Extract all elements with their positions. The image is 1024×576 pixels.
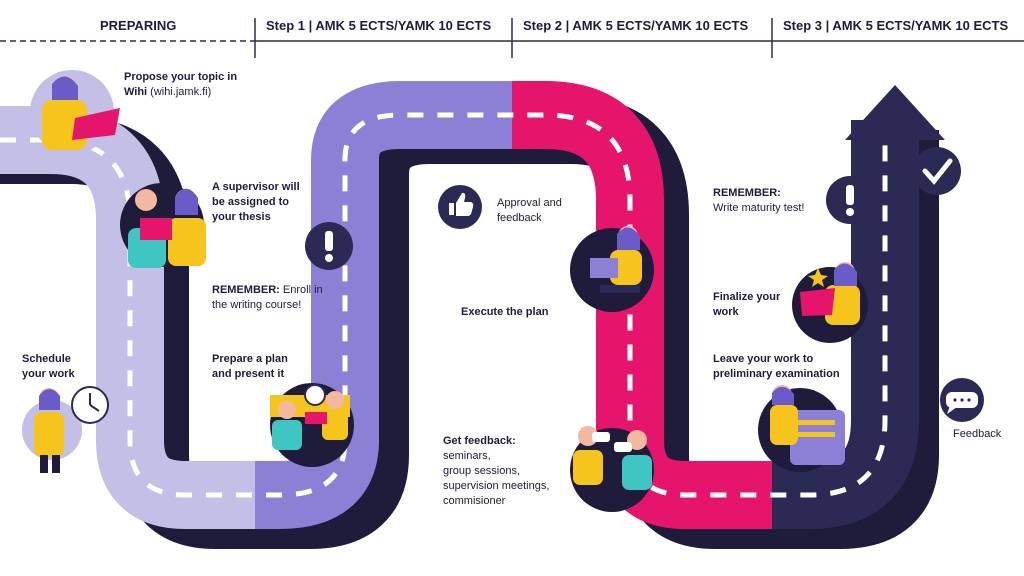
exclamation-icon bbox=[305, 222, 353, 270]
text-schedule: Schedule your work bbox=[22, 352, 75, 382]
approval-line1: Approval and bbox=[497, 197, 562, 209]
illustration-propose-topic bbox=[30, 70, 120, 154]
feedback-item: seminars, bbox=[443, 450, 491, 462]
remember-label: REMEMBER: bbox=[212, 284, 280, 296]
feedback-item: group sessions, bbox=[443, 465, 521, 477]
illustration-prepare-plan bbox=[270, 383, 354, 467]
up-arrow-icon bbox=[845, 85, 945, 140]
header-step3: Step 3 | AMK 5 ECTS/YAMK 10 ECTS bbox=[783, 18, 1009, 33]
prepare-line2: and present it bbox=[212, 368, 285, 380]
schedule-line1: Schedule bbox=[22, 353, 71, 365]
propose-url: (wihi.jamk.fi) bbox=[147, 86, 212, 98]
header-step2: Step 2 | AMK 5 ECTS/YAMK 10 ECTS bbox=[523, 18, 749, 33]
text-propose-topic: Propose your topic in Wihi (wihi.jamk.fi… bbox=[124, 70, 237, 100]
remember-enroll-text: Enroll in bbox=[279, 284, 323, 296]
text-feedback: Feedback bbox=[953, 428, 1002, 440]
text-supervisor: A supervisor will be assigned to your th… bbox=[212, 180, 300, 225]
header-preparing: PREPARING bbox=[100, 18, 177, 33]
clock-icon bbox=[71, 386, 109, 424]
get-feedback-title: Get feedback: bbox=[443, 435, 516, 447]
leave-line1: Leave your work to bbox=[713, 353, 814, 365]
prepare-line1: Prepare a plan bbox=[212, 353, 288, 365]
text-remember-enroll: REMEMBER: Enroll in the writing course! bbox=[212, 283, 323, 313]
speech-bubble-icon bbox=[940, 378, 984, 422]
header-step1: Step 1 | AMK 5 ECTS/YAMK 10 ECTS bbox=[266, 18, 492, 33]
schedule-line2: your work bbox=[22, 368, 75, 380]
exclamation-icon bbox=[826, 176, 874, 224]
check-icon bbox=[913, 147, 961, 195]
remember-enroll-line1: REMEMBER: Enroll in bbox=[212, 283, 323, 298]
illustration-supervisor bbox=[120, 183, 206, 268]
text-approval: Approval and feedback bbox=[497, 196, 562, 226]
illustration-execute bbox=[570, 226, 654, 312]
text-prepare-plan: Prepare a plan and present it bbox=[212, 352, 288, 382]
illustration-feedback-meeting bbox=[570, 426, 654, 512]
road-main bbox=[0, 81, 919, 529]
illustration-finalize bbox=[792, 262, 868, 343]
remember-maturity-text: Write maturity test! bbox=[713, 202, 805, 214]
text-get-feedback: Get feedback: seminars, group sessions, … bbox=[443, 434, 549, 509]
thumbs-up-icon bbox=[438, 185, 482, 229]
propose-line2: Wihi (wihi.jamk.fi) bbox=[124, 85, 237, 100]
illustration-schedule bbox=[22, 388, 82, 473]
text-execute-plan: Execute the plan bbox=[461, 306, 549, 318]
remember-enroll-line2: the writing course! bbox=[212, 299, 302, 311]
finalize-line1: Finalize your bbox=[713, 291, 781, 303]
finalize-line2: work bbox=[713, 306, 739, 318]
feedback-item: supervision meetings, bbox=[443, 480, 550, 492]
leave-line2: preliminary examination bbox=[713, 368, 840, 380]
approval-line2: feedback bbox=[497, 212, 542, 224]
feedback-item: commisioner bbox=[443, 495, 506, 507]
text-finalize: Finalize your work bbox=[713, 290, 780, 320]
propose-wihi: Wihi bbox=[124, 86, 148, 98]
propose-line1: Propose your topic in bbox=[124, 71, 238, 83]
text-remember-maturity: REMEMBER: Write maturity test! bbox=[713, 186, 804, 216]
supervisor-line3: your thesis bbox=[212, 211, 271, 223]
supervisor-line1: A supervisor will bbox=[212, 181, 300, 193]
supervisor-line2: be assigned to bbox=[212, 196, 290, 208]
text-leave-work: Leave your work to preliminary examinati… bbox=[713, 352, 840, 382]
illustration-preliminary-exam bbox=[758, 385, 845, 472]
remember-maturity-label: REMEMBER: bbox=[713, 187, 781, 199]
